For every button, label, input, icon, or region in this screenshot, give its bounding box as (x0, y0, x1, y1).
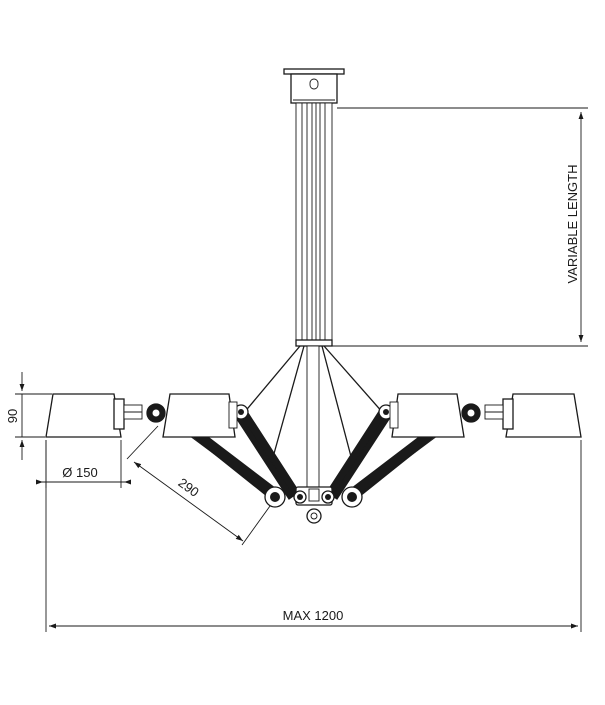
arm-length-label: 290 (175, 475, 201, 500)
lamp-shade-2 (162, 393, 238, 438)
suspension-rods (295, 102, 333, 489)
dimension-arm-length: 290 (126, 425, 271, 546)
lamp-shade-4 (461, 393, 582, 438)
dimension-max-width: MAX 1200 (45, 440, 582, 632)
shade-height-label: 90 (5, 409, 20, 423)
variable-length-label: VARIABLE LENGTH (565, 165, 580, 284)
max-width-label: MAX 1200 (283, 608, 344, 623)
lamp-shade-3 (389, 393, 465, 438)
right-outer-arm (341, 427, 442, 508)
dimension-variable-length: VARIABLE LENGTH (332, 107, 588, 347)
central-hub (293, 486, 335, 524)
lamp-shade-1 (45, 393, 166, 438)
dimension-shade-height: 90 (5, 372, 52, 460)
support-cables (242, 345, 385, 469)
dimension-shade-diameter: Ø 150 (35, 440, 132, 488)
ceiling-canopy (283, 68, 345, 104)
shade-diameter-label: Ø 150 (62, 465, 97, 480)
